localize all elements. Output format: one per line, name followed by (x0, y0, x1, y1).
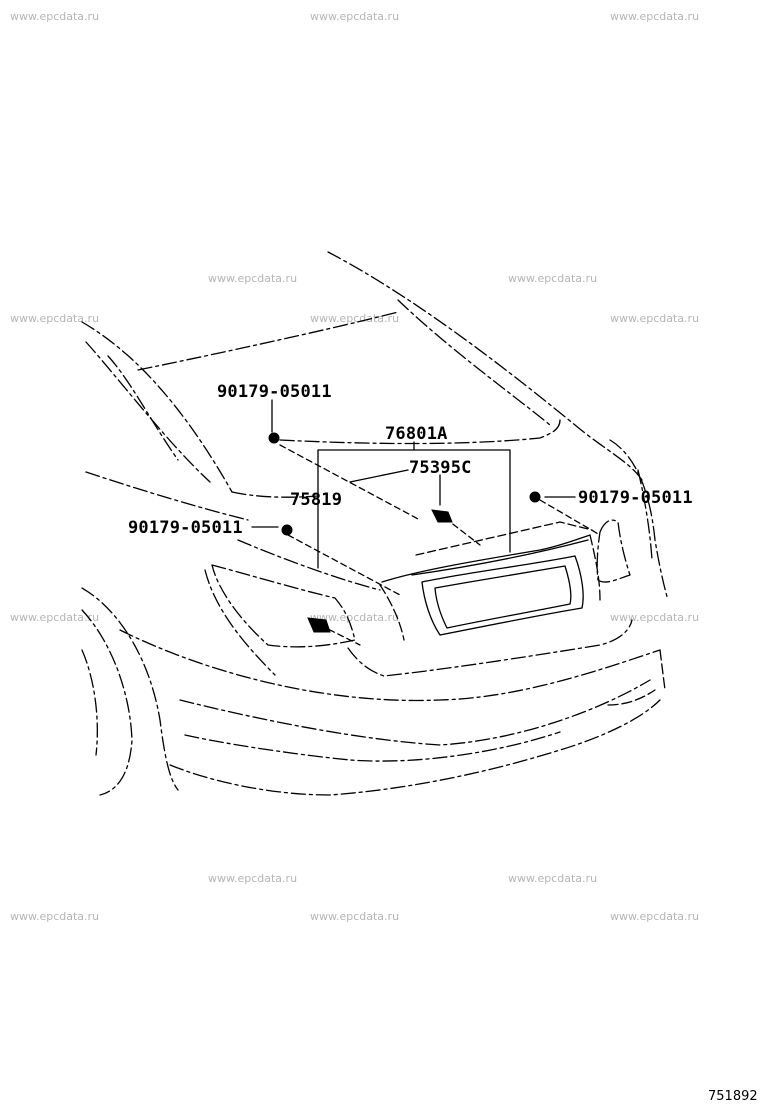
bolt-top-left-icon (268, 432, 280, 444)
wheel-arch-outer (81, 587, 179, 791)
trunk-lid-bottom (347, 619, 633, 677)
watermark: www.epcdata.ru (310, 312, 400, 325)
emblem-left-clip-icon (307, 617, 331, 633)
c-pillar-outer (81, 321, 233, 493)
rear-window-right (397, 299, 551, 426)
trunk-left-edge (231, 491, 319, 498)
watermark: www.epcdata.ru (610, 312, 700, 325)
callout-bolt-right: 90179-05011 (578, 488, 693, 508)
tail-lamp-left (211, 564, 356, 648)
watermark: www.epcdata.ru (10, 312, 100, 325)
trunk-shoulder (237, 539, 381, 591)
body-right-edge (637, 469, 653, 561)
watermark: www.epcdata.ru (10, 10, 100, 23)
watermark: www.epcdata.ru (10, 611, 100, 624)
watermark: www.epcdata.ru (508, 272, 598, 285)
callout-bolt-top-left: 90179-05011 (217, 382, 332, 402)
leader-76801A (317, 441, 511, 569)
bolt-left-icon (281, 524, 293, 536)
watermark: www.epcdata.ru (610, 10, 700, 23)
watermark: www.epcdata.ru (310, 910, 400, 923)
watermark: www.epcdata.ru (208, 272, 298, 285)
callout-garnish-assembly: 76801A (385, 424, 448, 444)
rear-window-upper (137, 311, 399, 371)
emblem-clip-icon (431, 509, 453, 523)
diagram-id: 751892 (708, 1089, 758, 1104)
tail-lamp-right (596, 519, 631, 583)
watermark: www.epcdata.ru (310, 611, 400, 624)
rear-bumper-bottom (169, 699, 661, 796)
c-pillar-mid (107, 355, 179, 461)
callout-emblem: 75395C (409, 458, 472, 478)
roof-edge (327, 251, 643, 481)
rear-bumper-lower (184, 731, 561, 762)
watermark: www.epcdata.ru (10, 910, 100, 923)
leader-75395C (349, 469, 441, 506)
body-right-upper (609, 439, 669, 601)
license-plate-recess (421, 555, 584, 636)
watermark: www.epcdata.ru (208, 872, 298, 885)
center-garnish-inner (411, 539, 589, 576)
license-plate-inner (434, 565, 572, 629)
body-line-left (85, 471, 249, 521)
rear-bumper-top (119, 629, 661, 702)
watermark: www.epcdata.ru (610, 910, 700, 923)
rear-bumper-line (179, 679, 651, 746)
wheel-arch-inner (81, 609, 133, 796)
watermark: www.epcdata.ru (508, 872, 598, 885)
c-pillar-inner (85, 341, 211, 483)
tail-lamp-left-outer (204, 569, 276, 676)
trunk-top-edge (279, 419, 561, 445)
bolt-right-icon (529, 491, 541, 503)
callout-bolt-left: 90179-05011 (128, 518, 243, 538)
callout-emblem-left: 75819 (290, 490, 343, 510)
center-garnish (381, 534, 591, 583)
watermark: www.epcdata.ru (310, 10, 400, 23)
